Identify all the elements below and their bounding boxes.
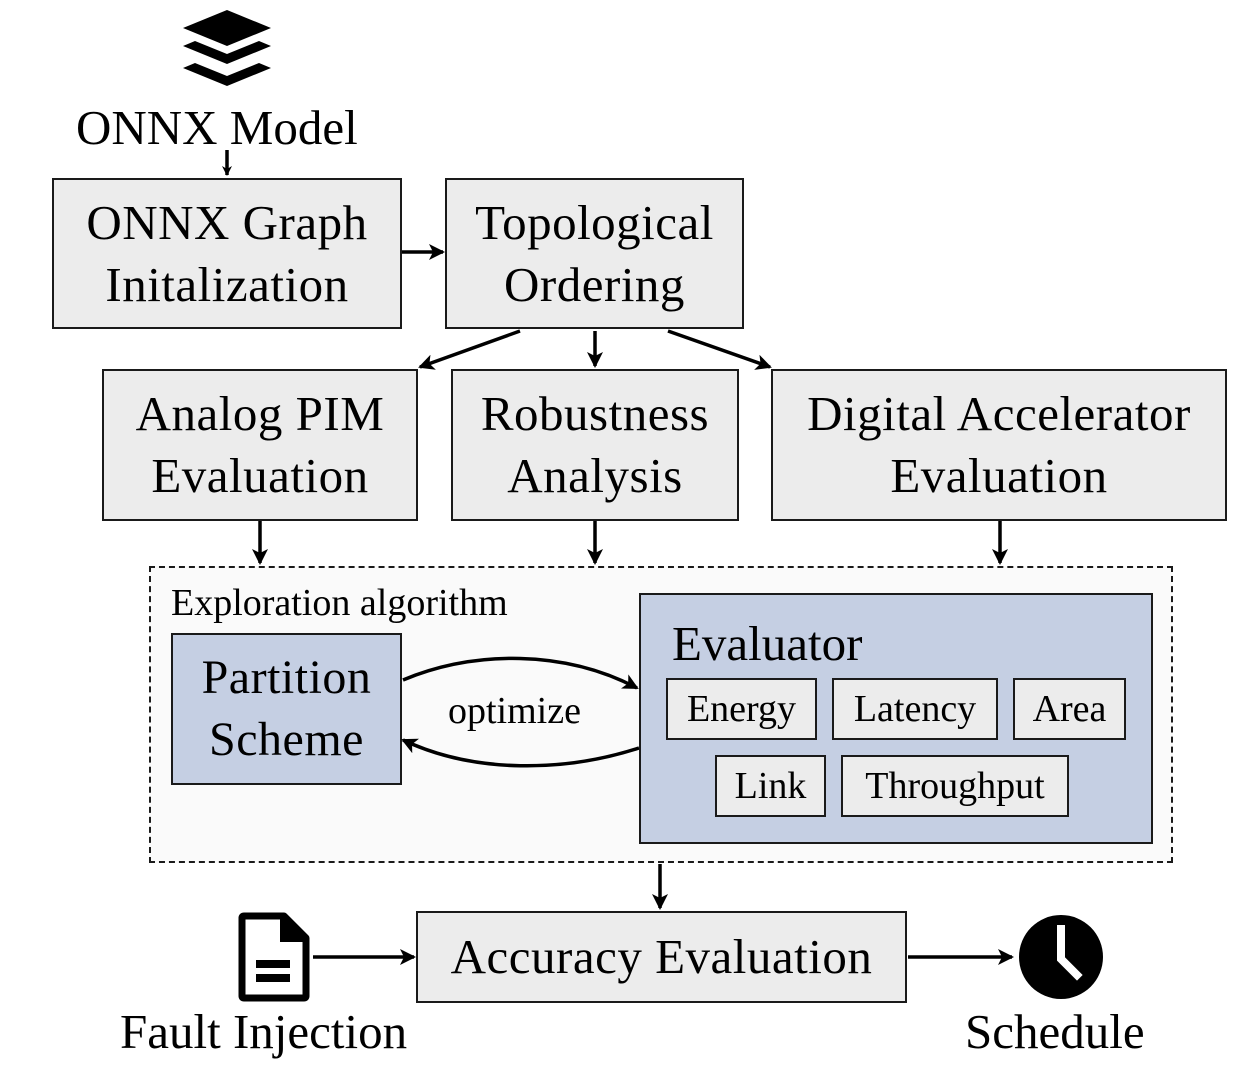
exploration-algorithm-title: Exploration algorithm — [171, 582, 508, 624]
arrow-topo-to-analog — [418, 329, 521, 370]
topological-line-1: Topological — [475, 194, 714, 250]
onnx-model-label: ONNX Model — [76, 100, 358, 155]
graph-init-line-2: Initalization — [105, 256, 349, 312]
optimize-label: optimize — [448, 690, 581, 732]
onnx-graph-initialization-box: ONNX Graph Initalization — [52, 178, 402, 329]
evaluator-title: Evaluator — [672, 616, 863, 671]
document-icon — [238, 912, 310, 1002]
metric-area: Area — [1013, 678, 1126, 740]
metric-throughput: Throughput — [841, 755, 1069, 817]
topological-line-2: Ordering — [504, 256, 685, 312]
digital-accel-line-1: Digital Accelerator — [807, 386, 1191, 441]
accuracy-evaluation-box: Accuracy Evaluation — [416, 911, 907, 1003]
partition-line-1: Partition — [201, 651, 372, 704]
analog-pim-line-2: Evaluation — [151, 448, 369, 503]
robustness-line-1: Robustness — [480, 386, 710, 441]
layers-stack-icon — [183, 10, 271, 86]
robustness-line-2: Analysis — [507, 448, 683, 503]
topological-ordering-box: Topological Ordering — [445, 178, 744, 329]
fault-injection-label: Fault Injection — [120, 1004, 408, 1059]
clock-icon — [1019, 915, 1103, 999]
optimize-loop-arrows — [401, 656, 640, 768]
digital-accelerator-evaluation-box: Digital Accelerator Evaluation — [771, 369, 1227, 521]
robustness-analysis-box: Robustness Analysis — [451, 369, 739, 521]
metric-latency: Latency — [832, 678, 998, 740]
analog-pim-line-1: Analog PIM — [135, 386, 385, 441]
metric-link: Link — [715, 755, 826, 817]
graph-init-line-1: ONNX Graph — [86, 194, 368, 250]
metric-energy: Energy — [666, 678, 817, 740]
partition-line-2: Scheme — [209, 713, 364, 766]
digital-accel-line-2: Evaluation — [890, 448, 1108, 503]
analog-pim-evaluation-box: Analog PIM Evaluation — [102, 369, 418, 521]
partition-scheme-box: Partition Scheme — [171, 633, 402, 785]
arrow-topo-to-digital — [667, 329, 772, 370]
schedule-label: Schedule — [965, 1004, 1145, 1059]
